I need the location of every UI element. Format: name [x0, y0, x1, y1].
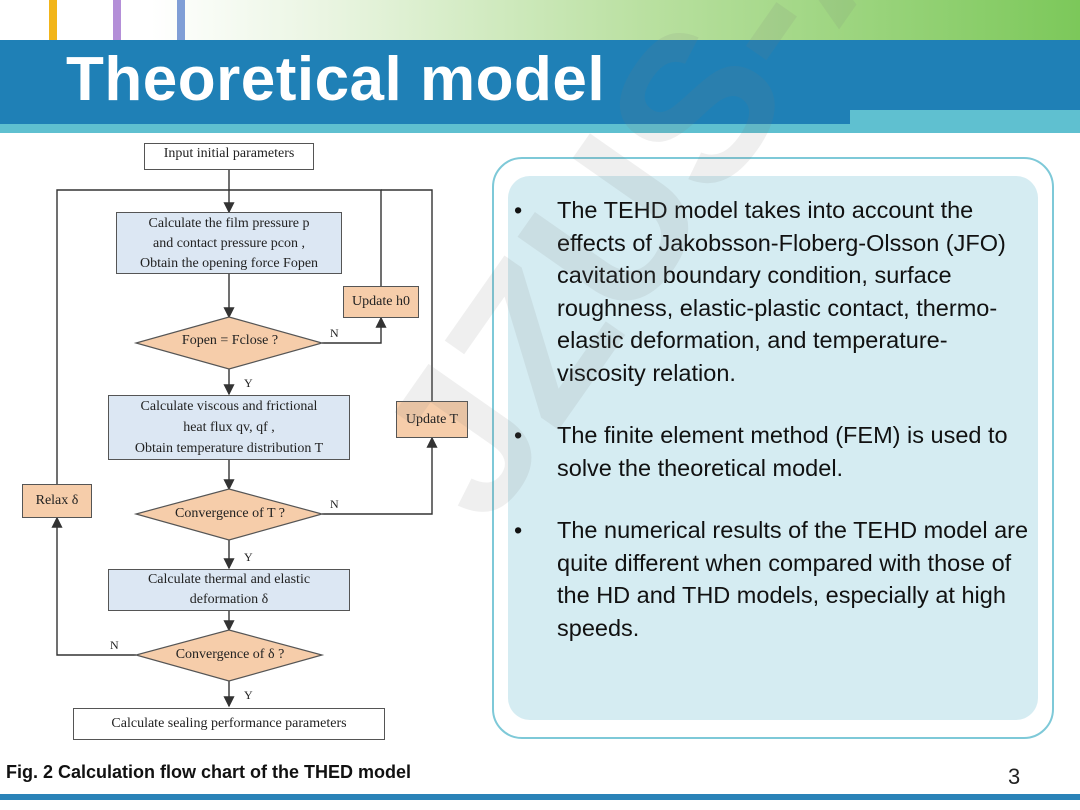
decision-temperature-diamond [133, 488, 325, 541]
calc-pressure-line-1: Calculate the film pressure p [148, 216, 310, 231]
bullet-item: • The TEHD model takes into account the e… [510, 194, 1030, 389]
decision-deformation-yes: Y [244, 688, 253, 702]
calc-viscous-box: Calculate viscous and frictional heat fl… [108, 395, 350, 460]
decision-temperature-no: N [330, 497, 339, 511]
page-number: 3 [1008, 764, 1021, 789]
calc-viscous-line-2: heat flux qv, qf , [183, 420, 275, 435]
update-t-box: Update T [396, 401, 468, 438]
decision-deformation-diamond [133, 629, 325, 682]
bullet-icon: • [514, 197, 523, 223]
bullet-icon: • [514, 517, 523, 543]
decision-force-yes: Y [244, 376, 253, 390]
top-decorative-strip [0, 0, 1080, 40]
calc-thermal-line-1: Calculate thermal and elastic [147, 572, 311, 587]
calc-pressure-line-2: and contact pressure pcon , [153, 236, 305, 251]
decision-temperature-yes: Y [244, 550, 253, 564]
bottom-bar [0, 794, 1080, 800]
decision-deformation-label: Convergence of δ ? [175, 647, 285, 662]
bullet-text: The TEHD model takes into account the ef… [557, 197, 1006, 386]
input-parameters-box: Input initial parameters [144, 143, 314, 170]
update-h0-box: Update h0 [343, 286, 419, 318]
bullet-item: • The numerical results of the TEHD model… [510, 514, 1030, 644]
purple-marker [113, 0, 121, 40]
bullet-text: The finite element method (FEM) is used … [557, 422, 1008, 481]
bullet-list: • The TEHD model takes into account the e… [510, 194, 1030, 674]
title-accent [850, 110, 1080, 124]
calc-viscous-line-3: Obtain temperature distribution T [134, 441, 324, 456]
flowchart: Input initial parameters Calculate the f… [0, 133, 490, 753]
bullet-icon: • [514, 422, 523, 448]
yellow-marker [49, 0, 57, 40]
calc-thermal-line-2: deformation δ [189, 592, 269, 607]
decision-force-no: N [330, 326, 339, 340]
bullet-item: • The finite element method (FEM) is used… [510, 419, 1030, 484]
calc-pressure-box: Calculate the film pressure p and contac… [116, 212, 342, 274]
title-band [0, 40, 1080, 124]
figure-caption: Fig. 2 Calculation flow chart of the THE… [6, 762, 412, 782]
decision-force-diamond [133, 316, 325, 370]
bullet-text: The numerical results of the TEHD model … [557, 517, 1029, 641]
calc-viscous-line-1: Calculate viscous and frictional [140, 399, 318, 414]
blue-marker [177, 0, 185, 40]
relax-box: Relax δ [22, 484, 92, 518]
text-panel [508, 176, 1038, 720]
title-underline [0, 124, 1080, 133]
sealing-performance-box: Calculate sealing performance parameters [73, 708, 385, 740]
slide-title: Theoretical model [66, 45, 606, 114]
flowchart-connectors [51, 170, 438, 708]
calc-thermal-box: Calculate thermal and elastic deformatio… [108, 569, 350, 611]
decision-deformation-no: N [110, 638, 119, 652]
decision-force-label: Fopen = Fclose ? [181, 333, 279, 348]
calc-pressure-line-3: Obtain the opening force Fopen [139, 256, 319, 271]
decision-temperature-label: Convergence of T ? [174, 506, 286, 521]
